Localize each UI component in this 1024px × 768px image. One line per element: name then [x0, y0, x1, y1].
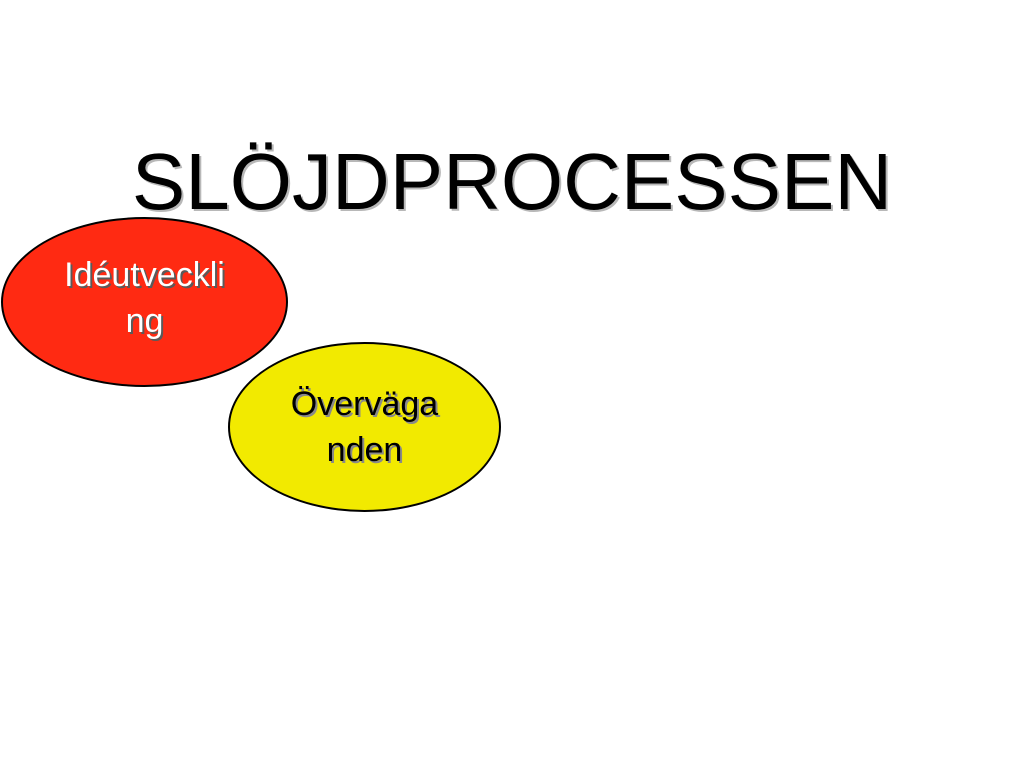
slide-title: SLÖJDPROCESSEN — [131, 137, 893, 226]
step-overvaganden-label: Överväga nden — [290, 385, 439, 469]
step-overvaganden-ellipse: Överväga nden — [228, 342, 501, 512]
step-ideutveckling-label: Idéutveckli ng — [64, 256, 225, 340]
step-ideutveckling-ellipse: Idéutveckli ng — [1, 217, 288, 387]
